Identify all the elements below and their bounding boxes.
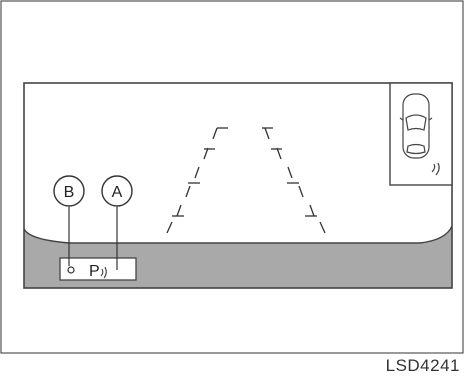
callout-a: A <box>102 176 132 206</box>
callout-b-label: B <box>64 184 75 201</box>
parking-p-icon: P <box>89 263 100 280</box>
indicator-dot-icon <box>68 267 74 273</box>
status-box: P <box>60 258 136 280</box>
callout-a-label: A <box>112 184 123 201</box>
callout-b: B <box>54 176 84 206</box>
vehicle-view-inset <box>390 83 452 185</box>
figure-reference-code: LSD4241 <box>386 356 460 376</box>
inset-frame <box>390 83 452 185</box>
